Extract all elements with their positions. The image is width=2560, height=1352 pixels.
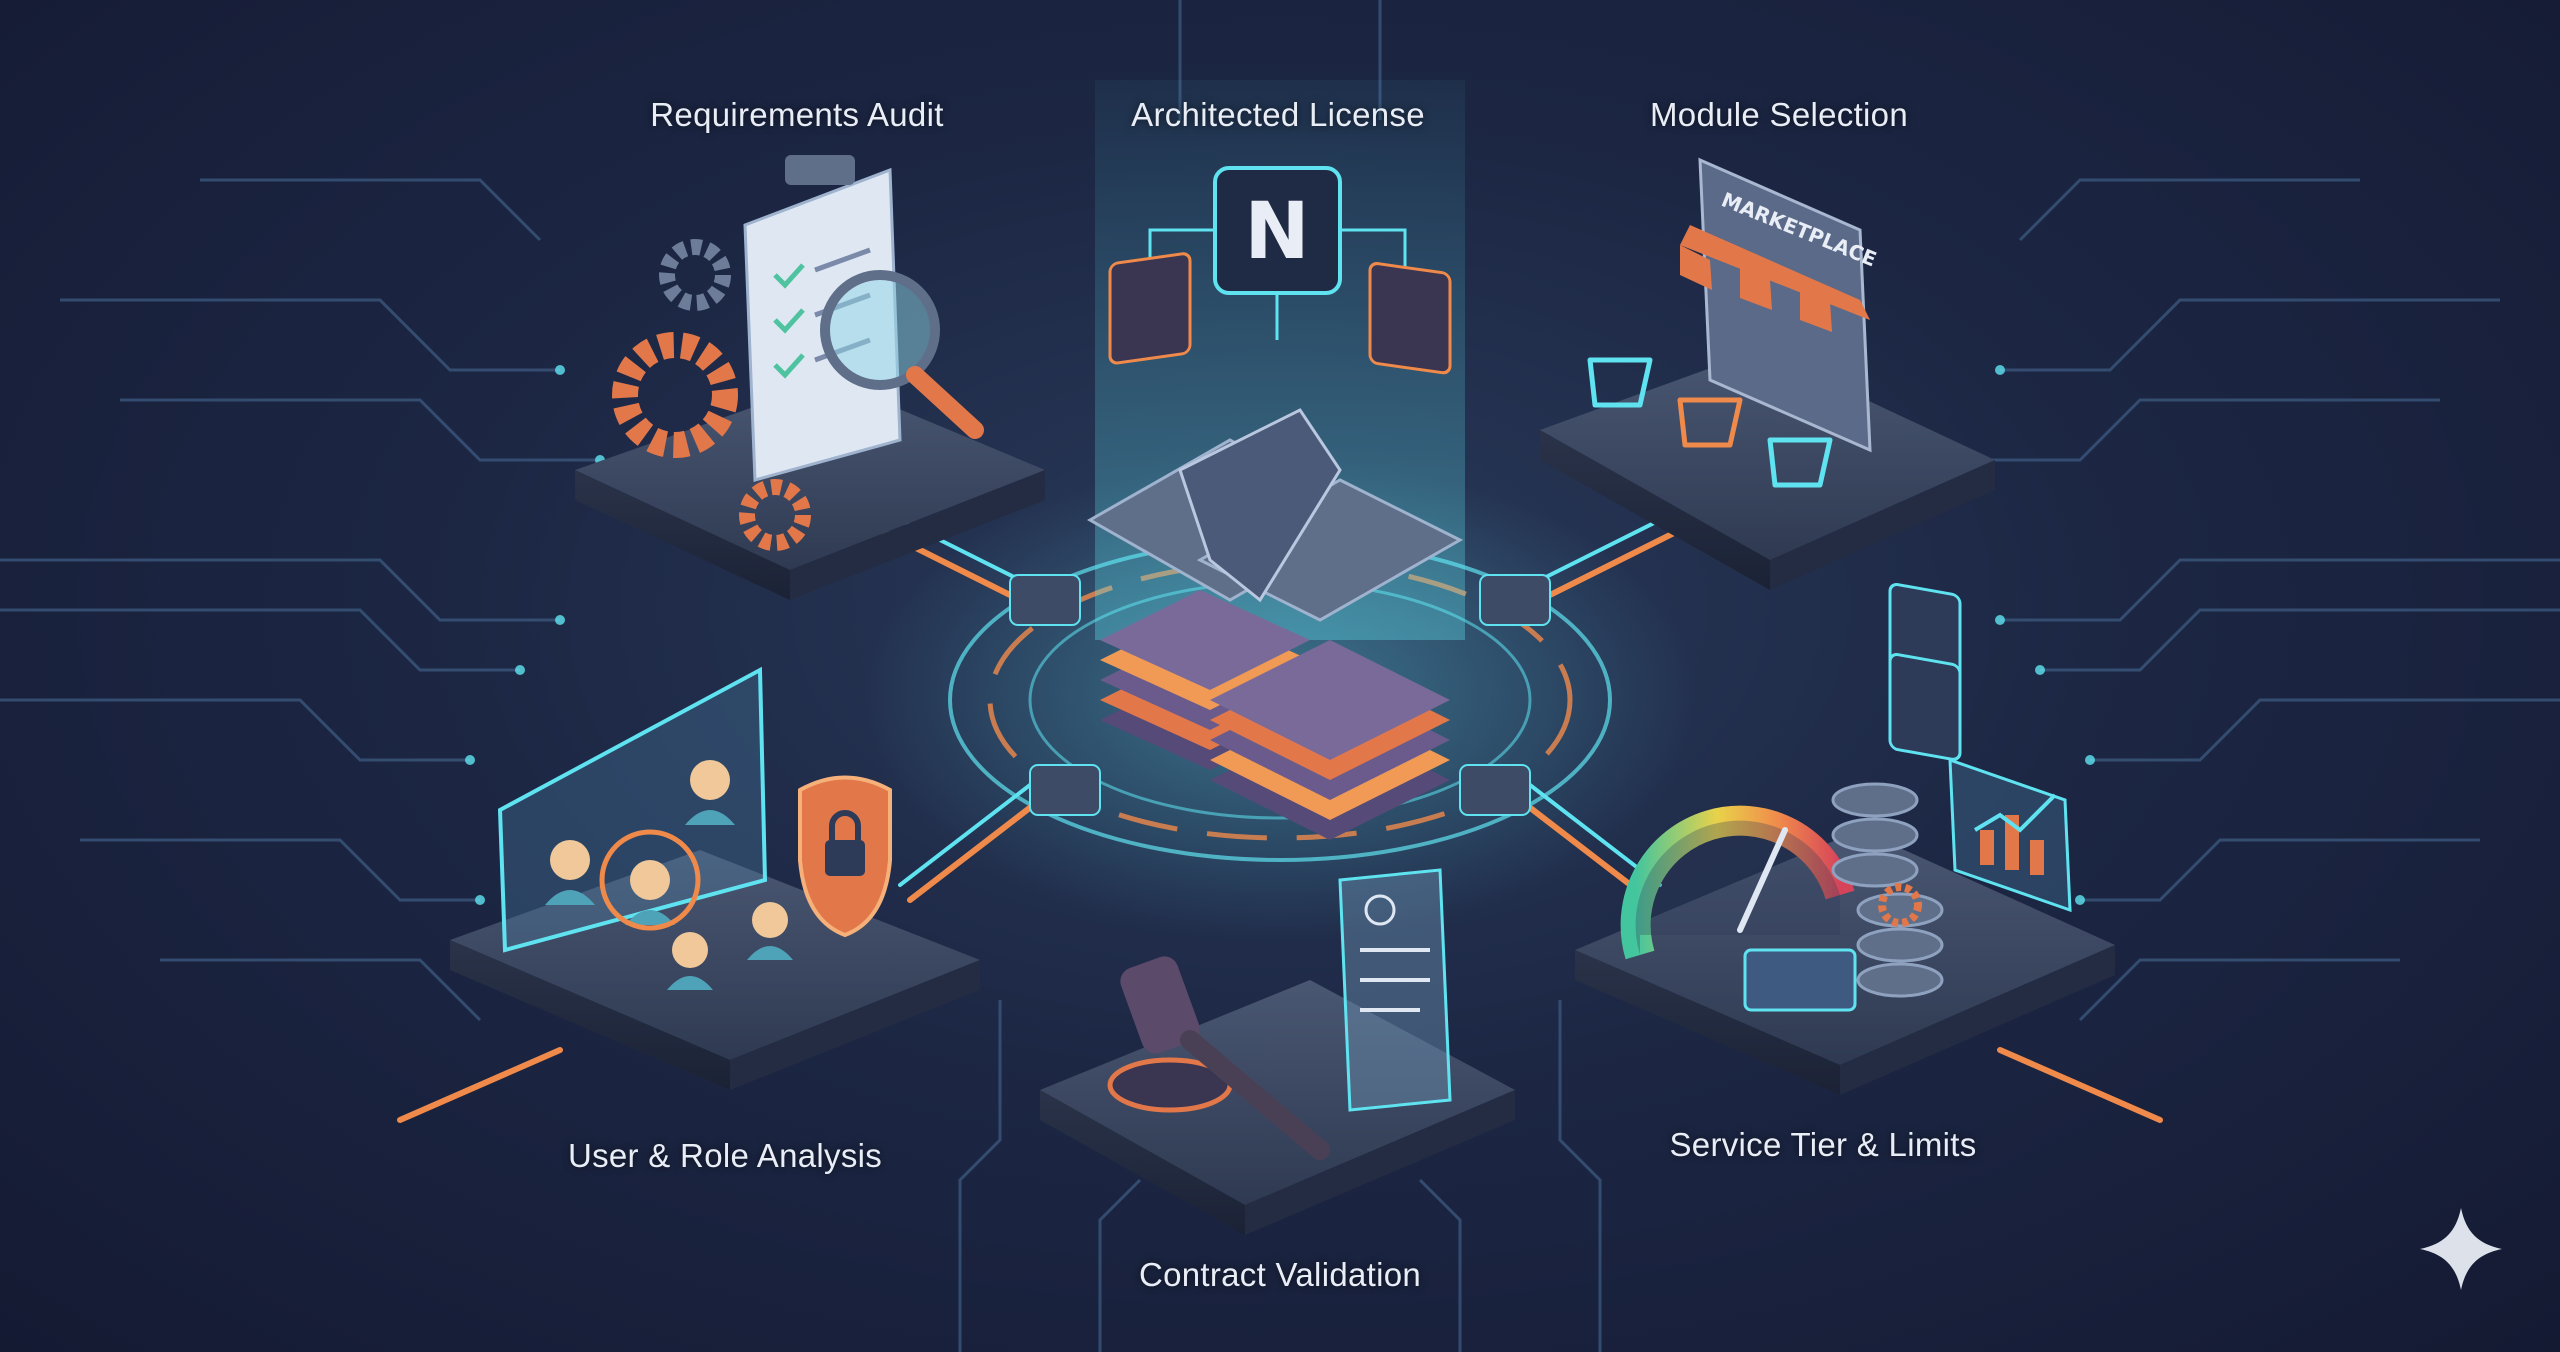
n-logo-chip-icon: N [1108, 166, 1452, 375]
user-profiles-shield-icon [497, 666, 892, 990]
label-contract-validation: Contract Validation [1138, 1256, 1422, 1293]
svg-text:N: N [1244, 187, 1309, 277]
label-user-role-analysis: User & Role Analysis [567, 1137, 883, 1174]
sparkle-star-icon [2420, 1208, 2502, 1290]
gauge-database-icon [1620, 757, 2072, 1012]
marketplace-store-icon: MARKETPLACE [1587, 157, 1962, 761]
label-module-selection: Module Selection [1650, 96, 1908, 133]
label-requirements-audit: Requirements Audit [650, 96, 944, 133]
label-service-tier-limits: Service Tier & Limits [1669, 1126, 1977, 1163]
cable-connectors [1009, 574, 1551, 816]
contract-platform [1040, 980, 1515, 1235]
requirements-platform [575, 380, 1045, 600]
module-platform [1540, 350, 1995, 590]
service-platform [1575, 830, 2115, 1095]
label-architected-license: Architected License [1131, 96, 1425, 133]
gavel-document-icon [1107, 868, 1452, 1160]
checklist-magnifier-icon [612, 155, 984, 551]
connector-cables [397, 513, 2163, 1123]
